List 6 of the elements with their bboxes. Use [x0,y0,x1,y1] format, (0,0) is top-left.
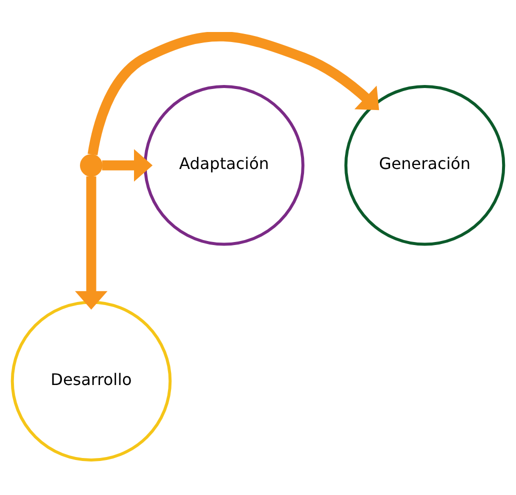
node-point [80,154,103,176]
arrow [75,176,108,310]
arrow [102,148,153,182]
node-circle: Desarrollo [10,300,172,461]
arrow [88,32,380,155]
node-circle: Adaptación [144,84,304,246]
